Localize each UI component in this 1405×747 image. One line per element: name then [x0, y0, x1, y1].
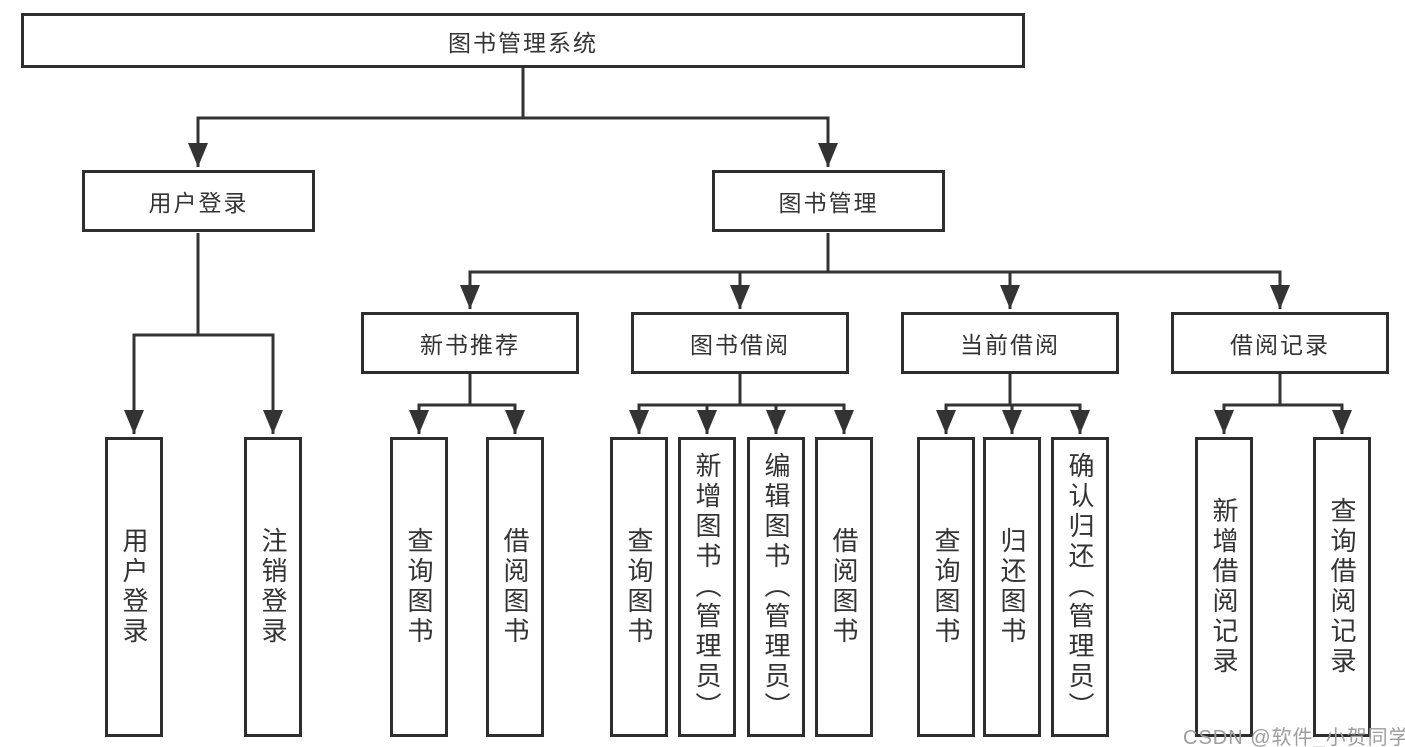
leaf-label: 查询图书 — [931, 527, 961, 647]
leaf-borrow-books-recommend: 借阅图书 — [486, 437, 544, 737]
leaf-label: 归还图书 — [997, 527, 1027, 647]
leaf-borrow-books: 借阅图书 — [815, 437, 873, 737]
leaf-user-login: 用户登录 — [105, 437, 163, 737]
leaf-logout: 注销登录 — [244, 437, 302, 737]
leaf-label: 新增借阅记录 — [1209, 497, 1239, 677]
leaf-label: 查询图书 — [624, 527, 654, 647]
leaf-return-books: 归还图书 — [983, 437, 1041, 737]
csdn-watermark: CSDN @软件_小贺同学 — [1183, 727, 1405, 747]
leaf-label: 借阅图书 — [500, 527, 530, 647]
node-current-borrow: 当前借阅 — [901, 312, 1119, 374]
node-book-management: 图书管理 — [712, 170, 945, 232]
leaf-label: 新增图书（管理员） — [692, 452, 722, 722]
leaf-query-borrow-record: 查询借阅记录 — [1313, 437, 1371, 737]
leaf-label: 借阅图书 — [829, 527, 859, 647]
leaf-label: 查询图书 — [404, 527, 434, 647]
node-root-system: 图书管理系统 — [21, 13, 1025, 68]
leaf-confirm-return-admin: 确认归还（管理员） — [1051, 437, 1109, 737]
node-new-book-recommend: 新书推荐 — [361, 312, 579, 374]
leaf-query-books-current: 查询图书 — [917, 437, 975, 737]
node-user-login: 用户登录 — [82, 170, 315, 232]
leaf-label: 注销登录 — [258, 527, 288, 647]
node-borrow-records: 借阅记录 — [1171, 312, 1389, 374]
leaf-query-books-recommend: 查询图书 — [390, 437, 448, 737]
leaf-label: 确认归还（管理员） — [1065, 452, 1095, 722]
node-book-borrow: 图书借阅 — [631, 312, 849, 374]
leaf-label: 查询借阅记录 — [1327, 497, 1357, 677]
leaf-add-books-admin: 新增图书（管理员） — [678, 437, 736, 737]
leaf-edit-books-admin: 编辑图书（管理员） — [747, 437, 805, 737]
leaf-query-books-borrow: 查询图书 — [610, 437, 668, 737]
leaf-add-borrow-record: 新增借阅记录 — [1195, 437, 1253, 737]
leaf-label: 用户登录 — [119, 527, 149, 647]
leaf-label: 编辑图书（管理员） — [761, 452, 791, 722]
